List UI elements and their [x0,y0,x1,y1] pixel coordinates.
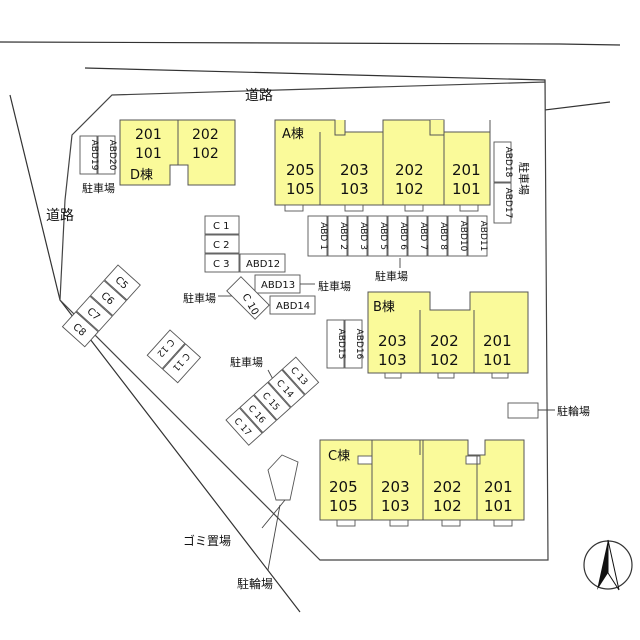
parking-slot-label: ABD 8 [438,222,448,250]
svg-text:105: 105 [329,497,358,515]
building-d: 201 101 202 102 D棟 [119,119,236,186]
svg-text:C 1: C 1 [213,221,230,232]
svg-text:203: 203 [381,478,410,496]
svg-text:203: 203 [378,332,407,350]
svg-text:103: 103 [340,180,369,198]
road-label-left: 道路 [46,208,74,224]
parking-label-right: 駐車場 [517,162,531,195]
parking-abd12-14: ABD12 ABD13 ABD14 [239,253,316,315]
svg-text:201: 201 [484,478,513,496]
svg-text:C 2: C 2 [213,240,230,251]
parking-slot-label: ABD 7 [418,222,428,250]
parking-label-d: 駐車場 [82,181,115,195]
svg-text:103: 103 [378,351,407,369]
bike-parking-label-right: 駐輪場 [557,404,590,418]
north-arrow-icon [583,539,633,591]
parking-abd19-20: ABD19 ABD20 [79,135,117,175]
parking-label-c-bottom: 駐車場 [230,355,263,369]
svg-text:202: 202 [430,332,459,350]
unit-d-101: 101 [135,146,162,162]
unit-d-202: 202 [192,127,219,143]
building-c-label: C棟 [328,449,350,464]
parking-slot [347,215,368,257]
svg-text:203: 203 [340,161,369,179]
svg-text:ABD14: ABD14 [276,301,310,312]
svg-text:202: 202 [433,478,462,496]
garbage-label: ゴミ置場 [183,533,231,548]
parking-slot [467,215,488,257]
svg-text:101: 101 [452,180,481,198]
parking-c13-17: C 17 C 16 C 15 C 14 C 13 [225,356,320,446]
garbage-area [267,454,299,501]
svg-text:103: 103 [381,497,410,515]
svg-text:ABD20: ABD20 [107,140,117,171]
svg-text:202: 202 [395,161,424,179]
svg-text:205: 205 [286,161,315,179]
parking-c5-8: C5 C6 C7 C8 [61,264,141,348]
parking-abd-row: ABD 1 ABD 2 ABD 3 ABD 5 ABD 6 ABD 7 ABD 8 ABD10… [307,215,488,257]
parking-abd17-18: ABD18 ABD17 [493,141,513,224]
svg-text:ABD18: ABD18 [503,147,513,178]
road-label-top: 道路 [245,88,273,104]
svg-text:205: 205 [329,478,358,496]
building-c: C棟 205 105 203 103 202 102 201 101 [319,439,525,527]
svg-text:ABD17: ABD17 [503,188,513,219]
parking-slot [407,215,428,257]
unit-d-102: 102 [192,146,219,162]
svg-text:102: 102 [430,351,459,369]
parking-slot [427,215,448,257]
road-edge-top-outer [0,41,621,46]
parking-slot [327,215,348,257]
parking-slot-label: ABD 2 [338,222,348,250]
building-b-label: B棟 [373,300,395,315]
svg-text:ABD15: ABD15 [336,329,346,360]
building-a: A棟 205 105 203 103 202 102 201 101 [274,119,491,212]
parking-slot-label: ABD 3 [358,222,368,250]
building-d-label: D棟 [130,168,153,183]
svg-text:C 3: C 3 [213,259,230,270]
building-a-label: A棟 [282,127,304,142]
parking-slot-label: ABD 1 [318,222,328,250]
parking-label-mid: 駐車場 [318,279,351,293]
parking-c1-3: C 1 C 2 C 3 [204,215,240,273]
svg-text:201: 201 [452,161,481,179]
parking-abd15-16: ABD15 ABD16 [326,319,364,369]
parking-slot-label: ABD10 [458,221,468,252]
parking-slot-label: ABD 5 [378,222,388,250]
parking-label-c: 駐車場 [183,291,216,305]
svg-text:101: 101 [483,351,512,369]
svg-text:102: 102 [433,497,462,515]
parking-slot [447,215,468,257]
bike-parking-label-bottom: 駐輪場 [237,576,273,591]
svg-text:ABD16: ABD16 [354,329,364,360]
svg-text:201: 201 [483,332,512,350]
building-b: B棟 203 103 202 102 201 101 [367,291,529,379]
parking-slot [307,215,328,257]
parking-c11-12: C 12 C 11 [146,329,202,384]
unit-d-201: 201 [135,127,162,143]
parking-label-a: 駐車場 [375,269,408,283]
svg-text:ABD13: ABD13 [261,280,295,291]
svg-text:ABD19: ABD19 [89,140,99,171]
bike-parking-right [507,402,539,419]
parking-slot-label: ABD 6 [398,222,408,250]
svg-text:ABD12: ABD12 [246,259,280,270]
parking-slot [387,215,408,257]
parking-slot-label: ABD11 [478,221,488,252]
svg-text:102: 102 [395,180,424,198]
svg-text:105: 105 [286,180,315,198]
svg-text:101: 101 [484,497,513,515]
parking-slot [367,215,388,257]
